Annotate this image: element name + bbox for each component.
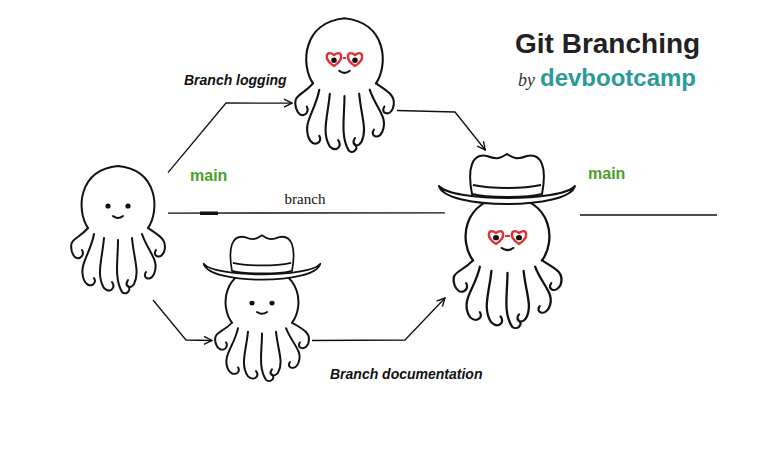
edge-label: branch — [282, 191, 329, 208]
branch-line — [168, 212, 445, 214]
brand-label: devbootcamp — [540, 64, 696, 92]
node-label: main — [588, 165, 625, 183]
octopus-node: main — [445, 150, 575, 335]
flow-arrow — [153, 300, 212, 341]
octopus-node: Branch documentation — [212, 232, 312, 387]
node-label: Branch documentation — [330, 366, 482, 382]
flow-arrow — [312, 298, 445, 341]
octopus-node: main — [68, 160, 168, 300]
node-label: main — [190, 167, 227, 185]
diagram-title: Git Branching — [515, 28, 700, 60]
brand-label: by — [518, 70, 535, 91]
octopus-node: Branch logging — [292, 12, 397, 159]
flow-arrow — [397, 111, 485, 151]
flow-arrow — [168, 103, 292, 173]
node-label: Branch logging — [184, 72, 287, 88]
